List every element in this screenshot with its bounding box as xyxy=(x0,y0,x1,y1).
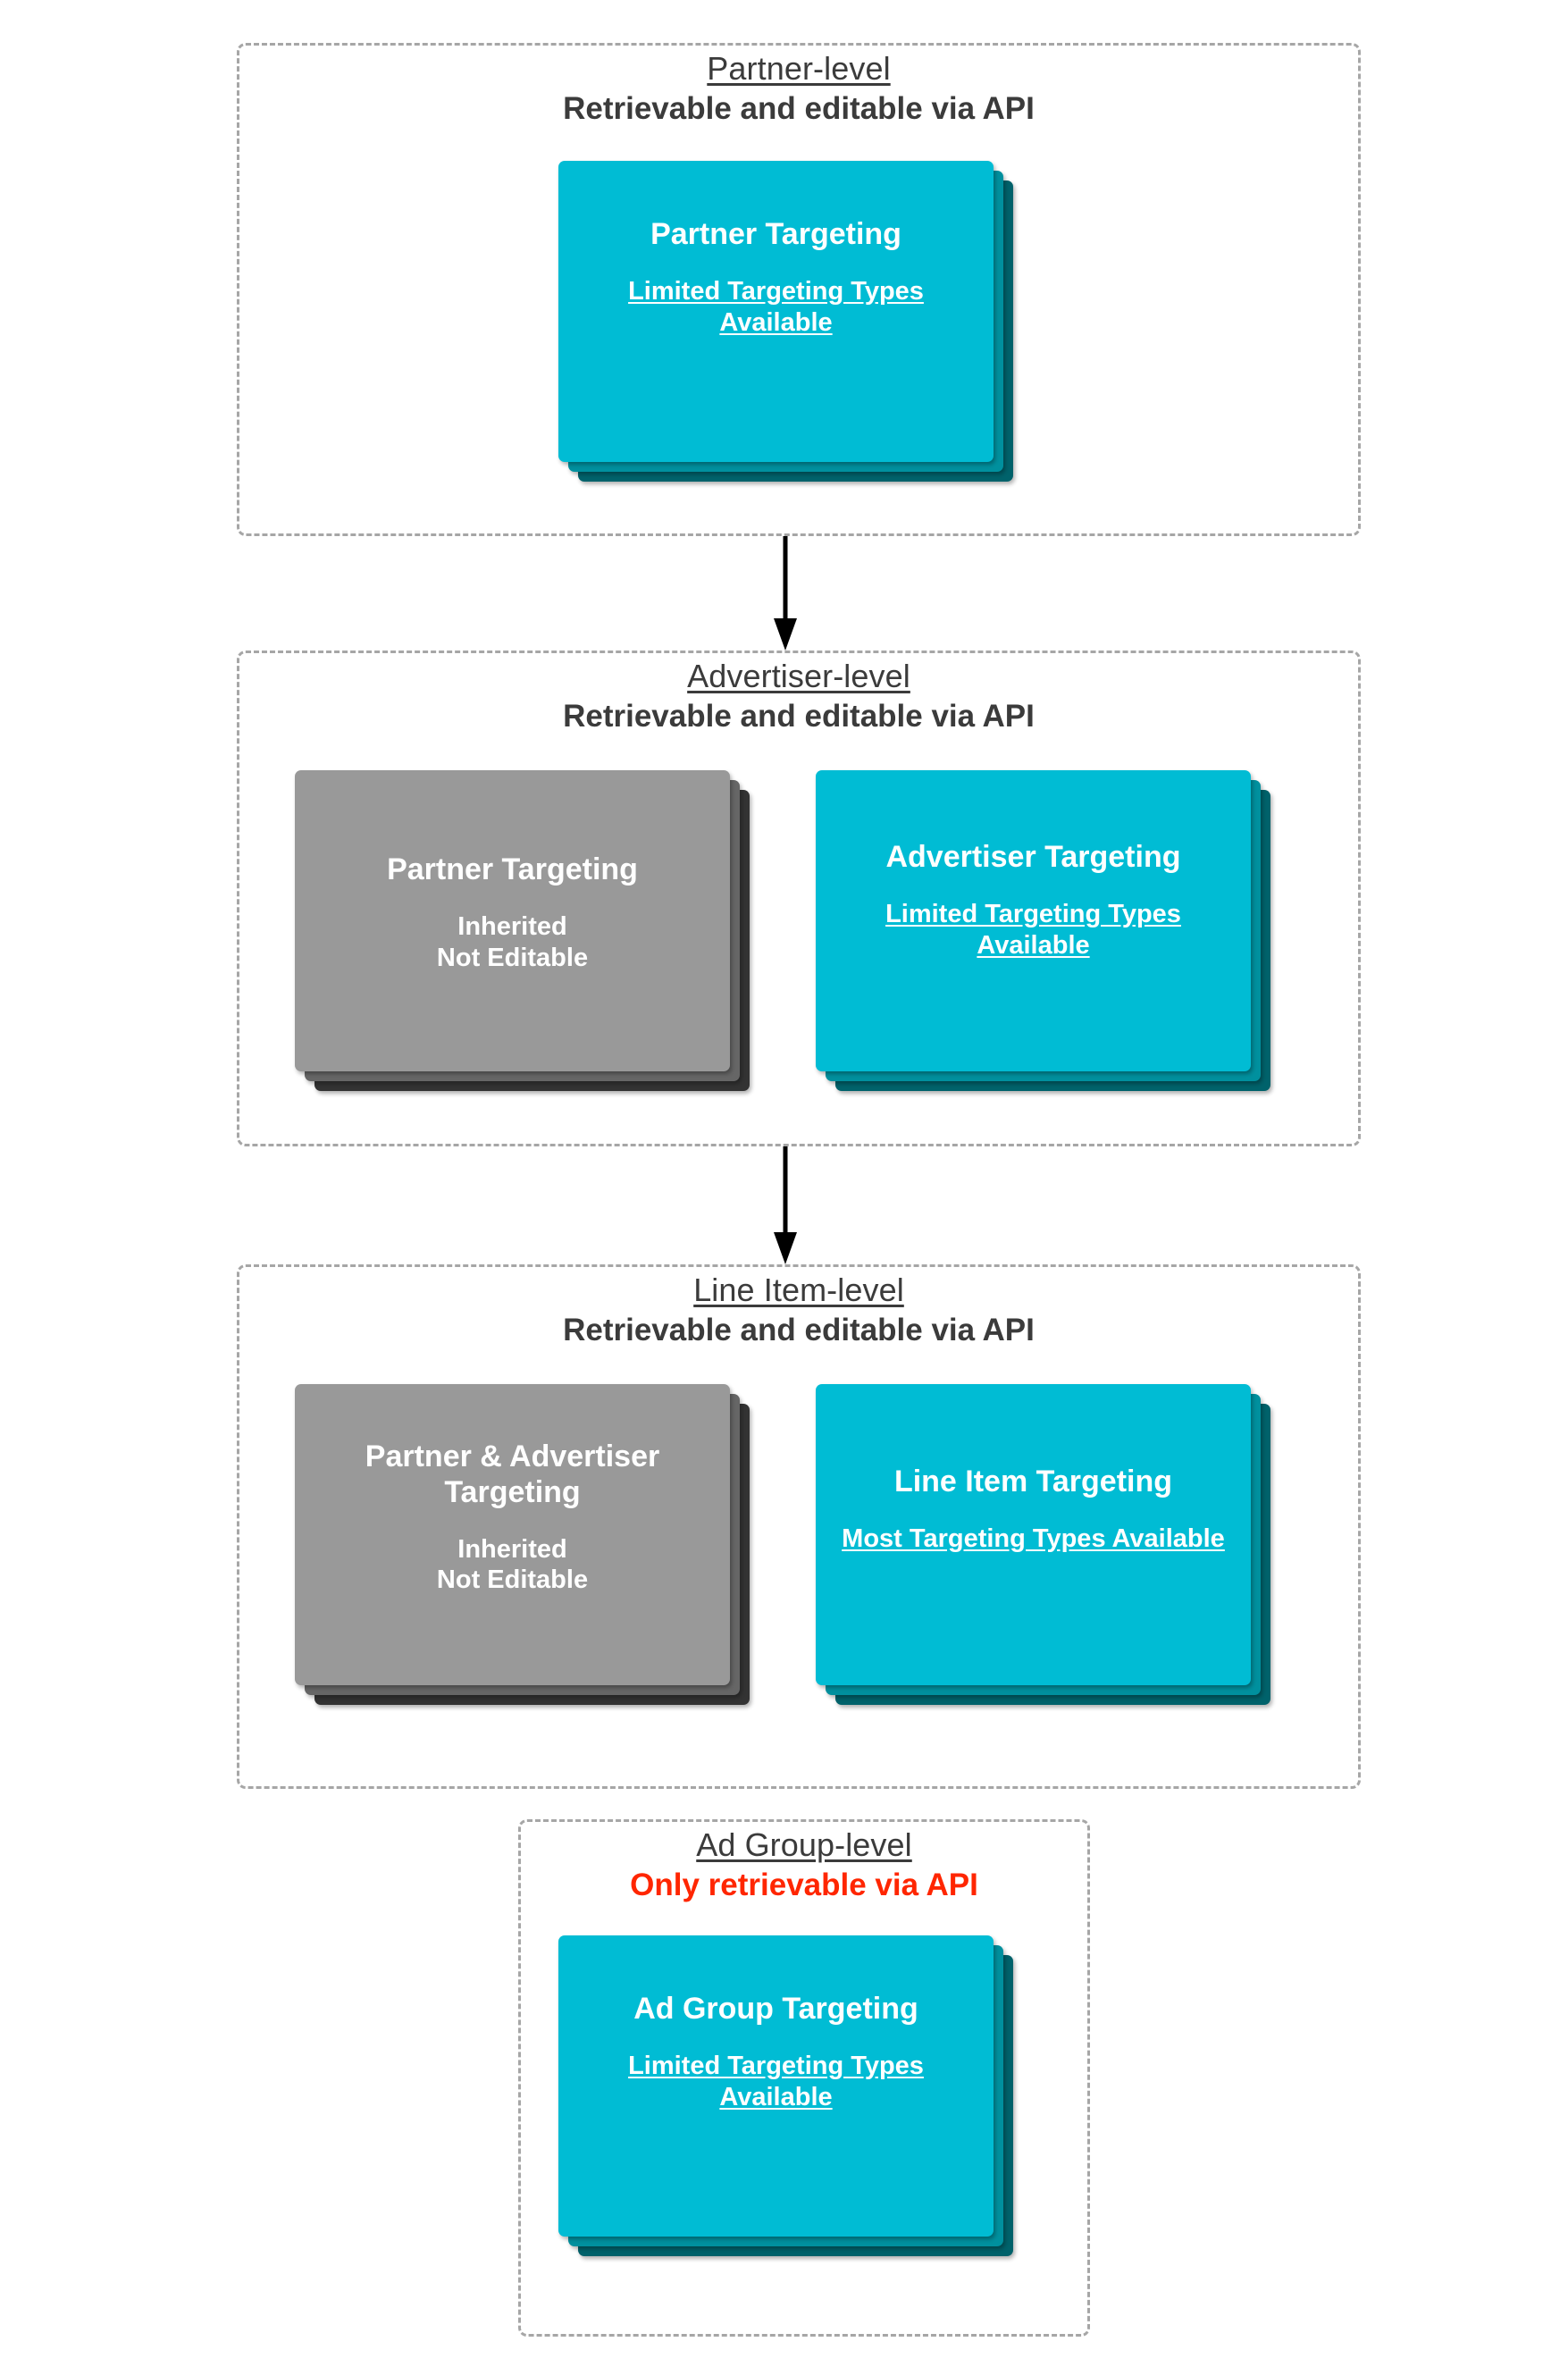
card-layer-front xyxy=(558,1935,994,2237)
card-stack-advertiser-targeting[interactable]: Advertiser Targeting Limited Targeting T… xyxy=(816,770,1271,1119)
level-box-partner xyxy=(237,43,1361,536)
card-body-inherited-partner-targeting: Partner Targeting Inherited Not Editable xyxy=(295,852,730,973)
card-subtitle-inherited-partner-advertiser-targeting: Inherited Not Editable xyxy=(436,1534,589,1595)
connector-advertiser-to-line-item xyxy=(766,1146,805,1264)
level-box-advertiser xyxy=(237,651,1361,1146)
card-body-line-item-targeting: Line Item Targeting Most Targeting Types… xyxy=(816,1465,1251,1555)
card-title-advertiser-targeting: Advertiser Targeting xyxy=(885,840,1181,874)
card-layer-front xyxy=(558,161,994,462)
card-subtitle-inherited-partner-targeting: Inherited Not Editable xyxy=(436,911,589,972)
card-stack-ad-group-targeting[interactable]: Ad Group Targeting Limited Targeting Typ… xyxy=(558,1935,1014,2268)
level-api-note-line-item: Retrievable and editable via API xyxy=(563,1313,1035,1348)
card-title-partner-targeting: Partner Targeting xyxy=(650,217,901,251)
level-api-note-partner: Retrievable and editable via API xyxy=(563,91,1035,127)
card-stack-inherited-partner-targeting[interactable]: Partner Targeting Inherited Not Editable xyxy=(295,770,750,1119)
card-body-ad-group-targeting: Ad Group Targeting Limited Targeting Typ… xyxy=(558,1992,994,2112)
card-subtitle-advertiser-targeting: Limited Targeting Types Available xyxy=(885,899,1181,960)
level-api-note-advertiser: Retrievable and editable via API xyxy=(563,699,1035,734)
card-title-inherited-partner-advertiser-targeting: Partner & Advertiser Targeting xyxy=(365,1440,660,1509)
card-subtitle-line-item-targeting: Most Targeting Types Available xyxy=(842,1523,1225,1553)
level-api-note-ad-group: Only retrievable via API xyxy=(630,1868,978,1903)
level-box-line-item xyxy=(237,1264,1361,1789)
card-layer-front xyxy=(816,1384,1251,1685)
level-heading-advertiser: Advertiser-level Retrievable and editabl… xyxy=(237,658,1361,735)
card-stack-inherited-partner-advertiser-targeting[interactable]: Partner & Advertiser Targeting Inherited… xyxy=(295,1384,750,1742)
card-subtitle-partner-targeting: Limited Targeting Types Available xyxy=(628,276,924,337)
card-layer-front xyxy=(295,1384,730,1685)
level-title-advertiser: Advertiser-level xyxy=(687,658,910,694)
level-box-ad-group xyxy=(518,1819,1090,2337)
card-subtitle-ad-group-targeting: Limited Targeting Types Available xyxy=(628,2051,924,2111)
card-title-inherited-partner-targeting: Partner Targeting xyxy=(387,852,638,886)
level-heading-ad-group: Ad Group-level Only retrievable via API xyxy=(518,1826,1090,1904)
level-heading-partner: Partner-level Retrievable and editable v… xyxy=(237,50,1361,128)
level-title-line-item: Line Item-level xyxy=(693,1272,904,1308)
level-heading-line-item: Line Item-level Retrievable and editable… xyxy=(237,1272,1361,1349)
card-body-inherited-partner-advertiser-targeting: Partner & Advertiser Targeting Inherited… xyxy=(295,1440,730,1596)
connector-partner-to-advertiser xyxy=(766,536,805,651)
card-body-partner-targeting: Partner Targeting Limited Targeting Type… xyxy=(558,217,994,338)
card-layer-front xyxy=(295,770,730,1071)
level-title-ad-group: Ad Group-level xyxy=(696,1826,912,1863)
level-title-partner: Partner-level xyxy=(707,50,891,87)
card-title-line-item-targeting: Line Item Targeting xyxy=(893,1465,1173,1498)
card-layer-front xyxy=(816,770,1251,1071)
card-body-advertiser-targeting: Advertiser Targeting Limited Targeting T… xyxy=(816,840,1251,961)
card-stack-line-item-targeting[interactable]: Line Item Targeting Most Targeting Types… xyxy=(816,1384,1271,1742)
card-stack-partner-targeting[interactable]: Partner Targeting Limited Targeting Type… xyxy=(558,161,1014,483)
card-title-ad-group-targeting: Ad Group Targeting xyxy=(633,1992,918,2026)
